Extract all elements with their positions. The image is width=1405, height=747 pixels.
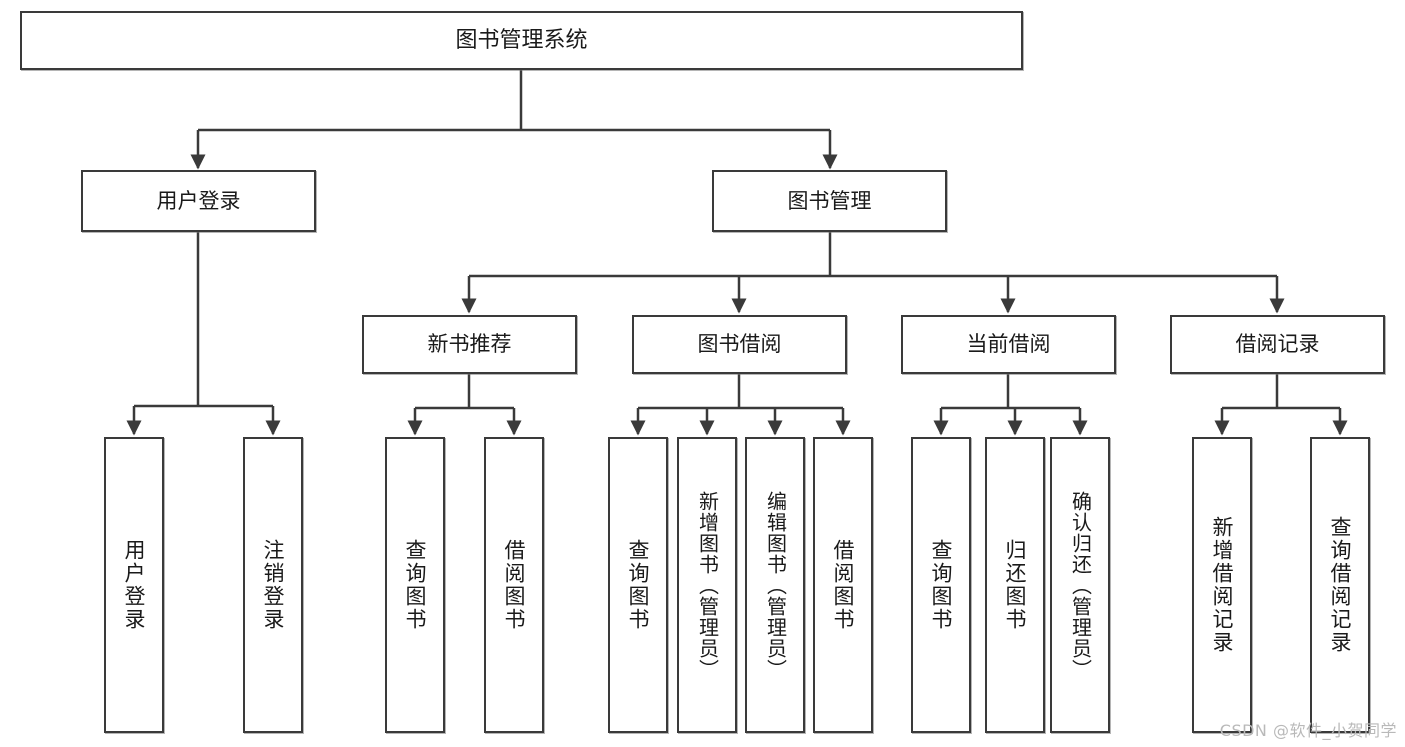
node-leaf-user-logout[interactable]: 注销登录	[243, 437, 303, 733]
node-leaf-rec-query-book-label: 查询图书	[403, 539, 428, 631]
node-leaf-borrow-query-book[interactable]: 查询图书	[608, 437, 668, 733]
node-leaf-user-logout-label: 注销登录	[261, 539, 286, 631]
node-leaf-cur-return-book-label: 归还图书	[1003, 539, 1028, 631]
node-leaf-borrow-borrow-book[interactable]: 借阅图书	[813, 437, 873, 733]
node-new-book-rec-label: 新书推荐	[427, 332, 512, 357]
node-new-book-rec[interactable]: 新书推荐	[362, 315, 577, 374]
node-current-borrow[interactable]: 当前借阅	[901, 315, 1116, 374]
node-leaf-rec-add-record-label: 新增借阅记录	[1210, 516, 1235, 654]
node-leaf-cur-query-book[interactable]: 查询图书	[911, 437, 971, 733]
node-root-label: 图书管理系统	[455, 27, 588, 53]
node-leaf-cur-query-book-label: 查询图书	[929, 539, 954, 631]
node-current-borrow-label: 当前借阅	[966, 332, 1051, 357]
node-leaf-cur-return-book[interactable]: 归还图书	[985, 437, 1045, 733]
node-user-login[interactable]: 用户登录	[81, 170, 316, 232]
node-user-login-label: 用户登录	[156, 188, 241, 213]
node-leaf-rec-query-record-label: 查询借阅记录	[1328, 516, 1353, 654]
node-borrow-record[interactable]: 借阅记录	[1170, 315, 1385, 374]
node-leaf-borrow-add-book[interactable]: 新增图书（管理员）	[677, 437, 737, 733]
node-borrow-record-label: 借阅记录	[1235, 332, 1320, 357]
node-leaf-rec-borrow-book[interactable]: 借阅图书	[484, 437, 544, 733]
node-leaf-borrow-edit-book[interactable]: 编辑图书（管理员）	[745, 437, 805, 733]
node-leaf-user-login-label: 用户登录	[122, 539, 147, 631]
node-leaf-borrow-borrow-book-label: 借阅图书	[831, 539, 856, 631]
node-leaf-rec-query-record[interactable]: 查询借阅记录	[1310, 437, 1370, 733]
node-book-manage[interactable]: 图书管理	[712, 170, 947, 232]
node-leaf-cur-confirm-return-label: 确认归还（管理员）	[1068, 490, 1093, 680]
node-leaf-rec-borrow-book-label: 借阅图书	[502, 539, 527, 631]
node-leaf-cur-confirm-return[interactable]: 确认归还（管理员）	[1050, 437, 1110, 733]
csdn-watermark: CSDN @软件_小贺同学	[1219, 721, 1397, 740]
node-book-borrow-label: 图书借阅	[697, 332, 782, 357]
node-book-borrow[interactable]: 图书借阅	[632, 315, 847, 374]
node-leaf-borrow-query-book-label: 查询图书	[626, 539, 651, 631]
node-leaf-user-login[interactable]: 用户登录	[104, 437, 164, 733]
node-leaf-borrow-add-book-label: 新增图书（管理员）	[695, 490, 720, 680]
node-book-manage-label: 图书管理	[787, 188, 872, 213]
node-root[interactable]: 图书管理系统	[20, 11, 1023, 70]
node-leaf-rec-add-record[interactable]: 新增借阅记录	[1192, 437, 1252, 733]
node-leaf-rec-query-book[interactable]: 查询图书	[385, 437, 445, 733]
node-leaf-borrow-edit-book-label: 编辑图书（管理员）	[763, 490, 788, 680]
